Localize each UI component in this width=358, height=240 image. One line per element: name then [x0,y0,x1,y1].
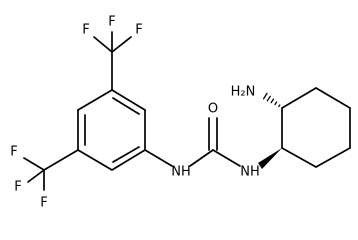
cf-bond [111,36,132,53]
cyclohexane-bond [281,87,317,109]
aryl-nh-bond [144,149,173,167]
fluorine-label: F [108,15,115,30]
nh-carbonyl-bond [189,149,214,167]
cf-bond [23,157,45,171]
ring-bond [77,149,113,171]
carbonyl-nh-bond [212,149,241,167]
ring-double-bond [112,97,140,115]
fluorine-label: F [14,180,21,195]
cf-bond [27,169,45,183]
cyclohexane-bond [281,147,317,168]
oxygen-label: O [208,102,218,117]
ring-bond [77,89,113,111]
fluorine-label: F [10,145,17,160]
fluorine-label: F [82,23,89,38]
bonds [23,31,351,191]
ring-cf3-bond [43,149,79,171]
stereo-bonds [258,92,282,169]
nh-label: NH [240,165,260,180]
wedge-bond [258,148,282,169]
fluorine-label: F [40,196,47,211]
ring-bond [111,149,146,171]
ring-bond [111,89,146,111]
ring-double-bond [112,146,140,163]
chemical-structure-diagram: F F F F F F NH O NH H₂N [10,15,351,211]
amine-label: H₂N [231,85,256,100]
nh-label: NH [171,165,191,180]
cyclohexane-bond [315,87,351,109]
cyclohexane-bond [315,147,351,168]
atom-labels: F F F F F F NH O NH H₂N [10,15,259,211]
cf-bond [93,36,113,53]
hashed-wedge-bond [262,92,281,108]
fluorine-label: F [135,23,142,38]
